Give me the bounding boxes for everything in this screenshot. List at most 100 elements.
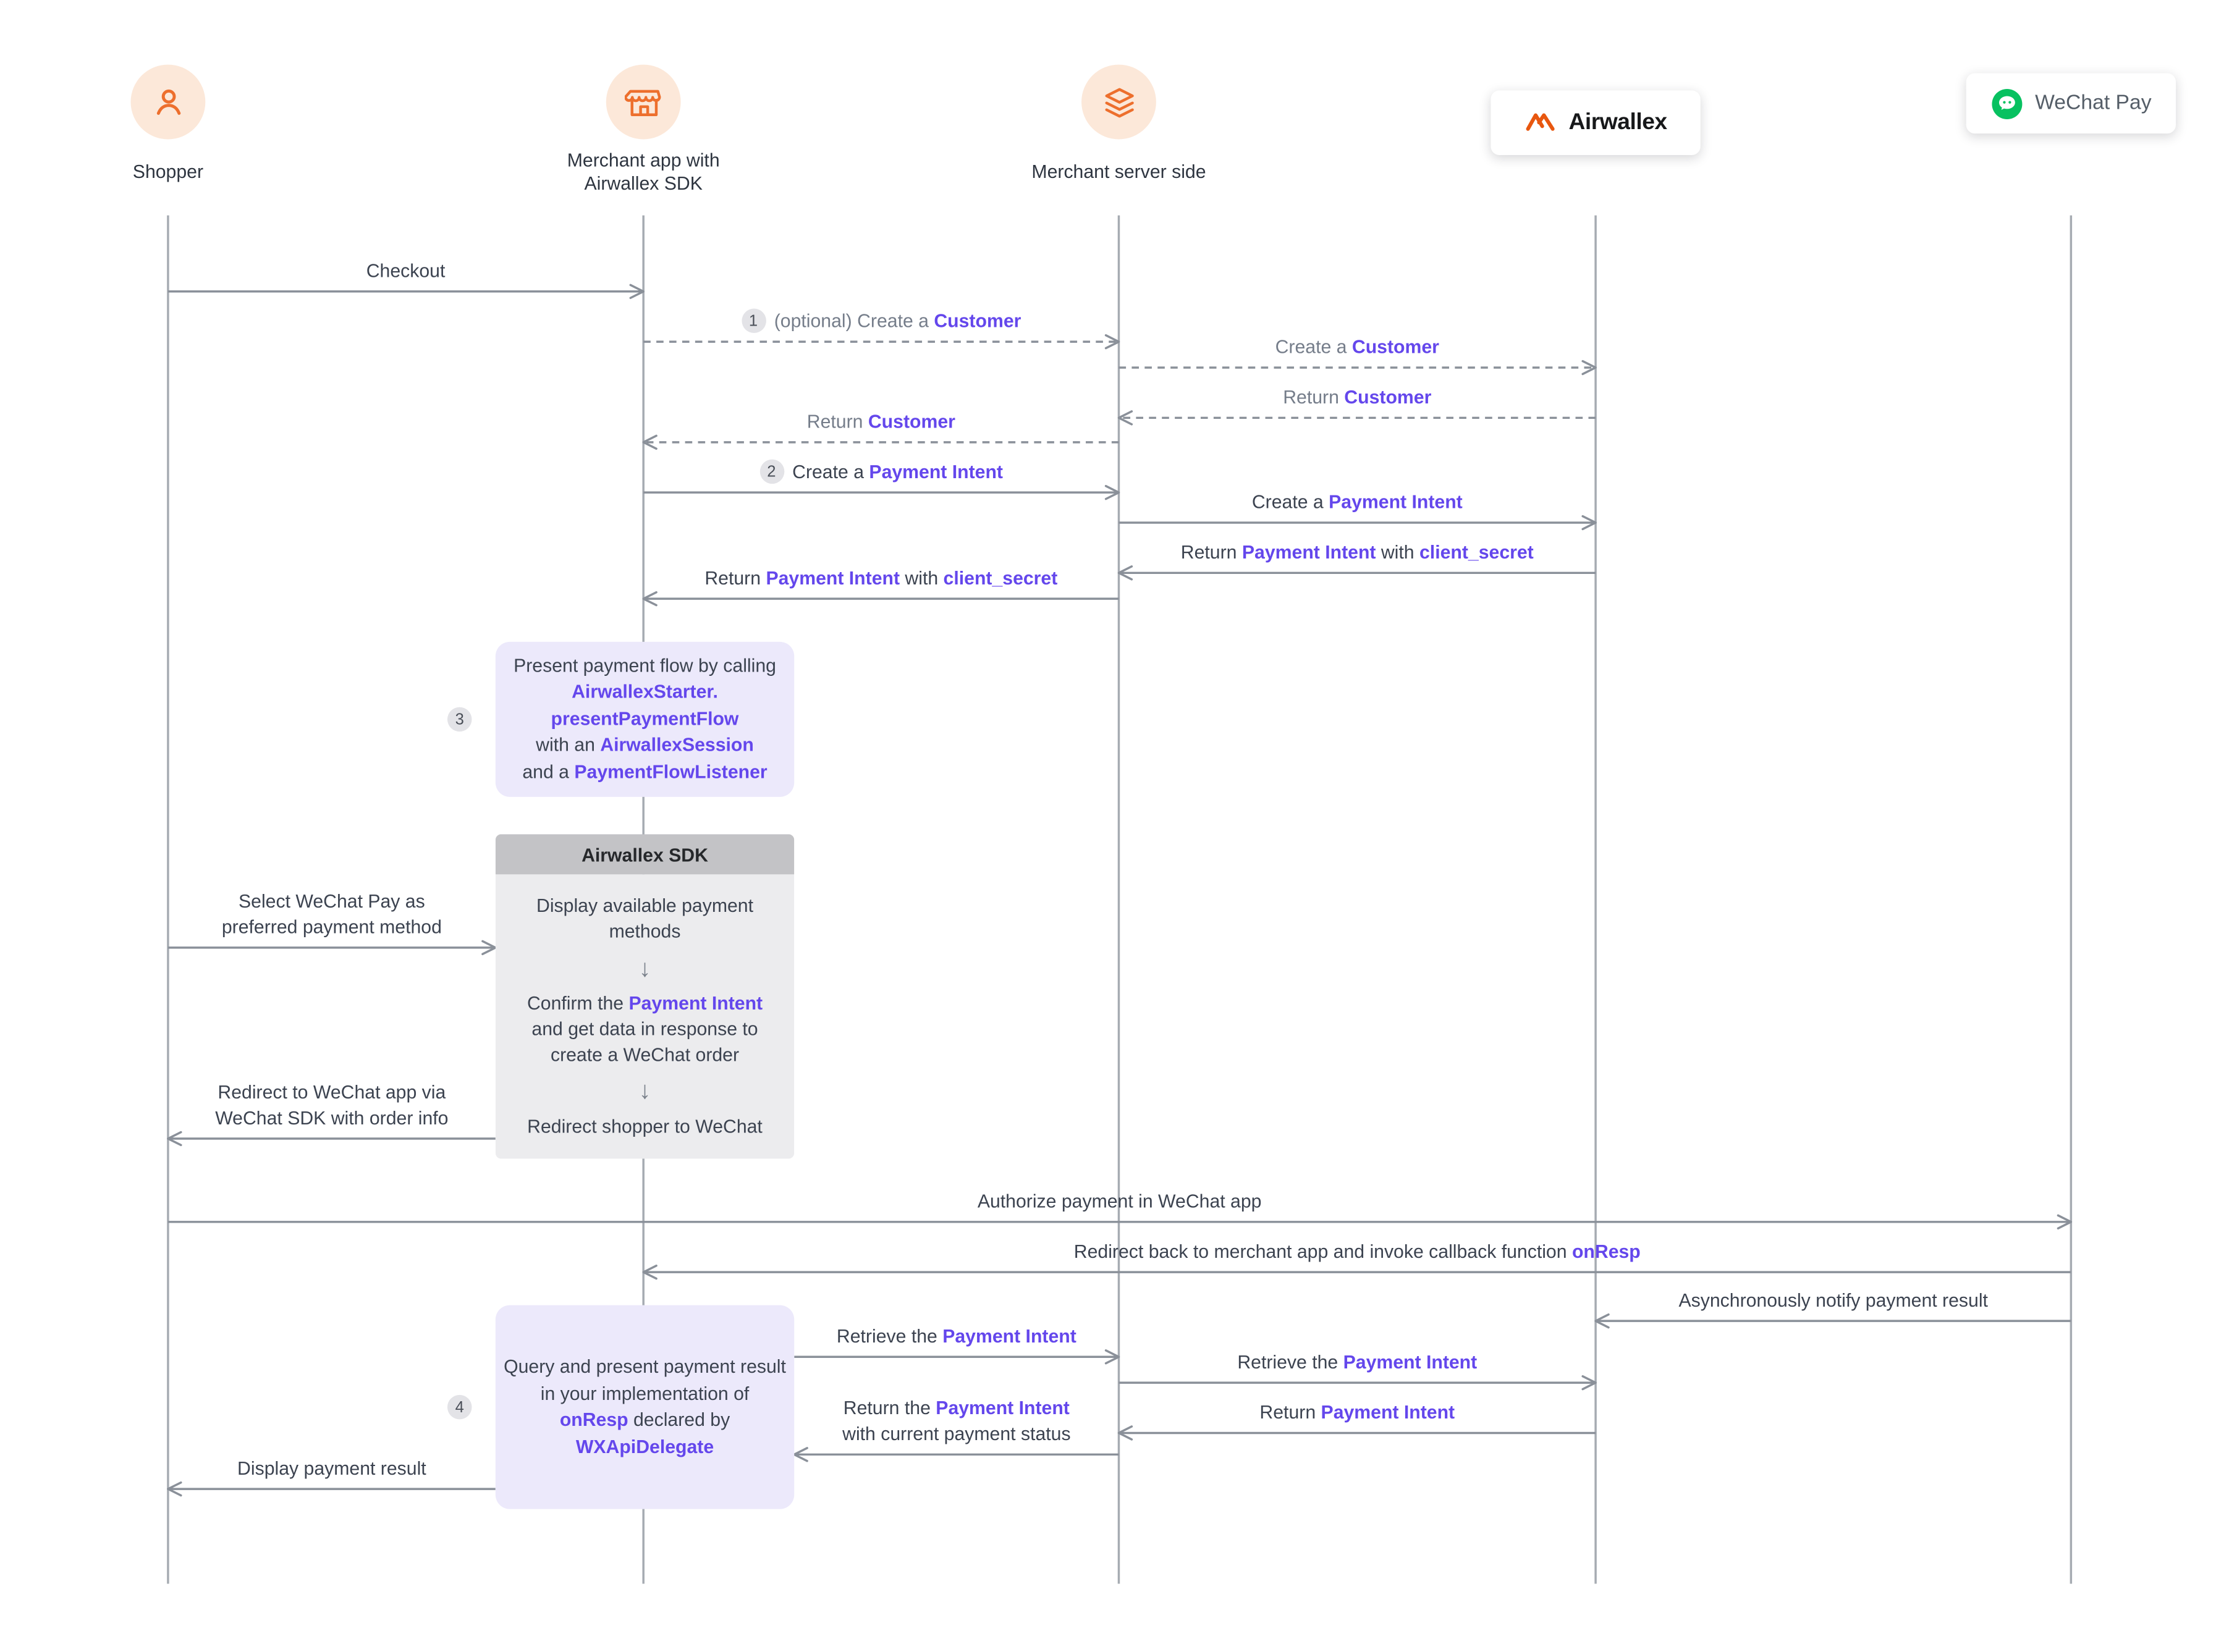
text-segment: Display available payment methods	[536, 895, 754, 943]
text-segment: Customer	[934, 310, 1021, 332]
text-segment: create a WeChat order	[550, 1043, 740, 1066]
text-segment: preferred payment method	[221, 916, 442, 938]
text-segment: Create a	[1251, 491, 1329, 513]
text-segment: Customer	[868, 410, 955, 432]
text-line: Asynchronously notify payment result	[1678, 1288, 1987, 1314]
actor-avatar-shopper	[130, 64, 206, 140]
text-line: Query and present payment result	[496, 1354, 794, 1381]
actor-card-wechat-pay: WeChat Pay	[1966, 73, 2176, 134]
text-line: Redirect back to merchant app and invoke…	[1074, 1239, 1641, 1265]
layers-icon	[1104, 87, 1133, 117]
text-segment: declared by	[628, 1408, 730, 1430]
sdk-box-header: Airwallex SDK	[495, 834, 795, 875]
text-segment: Select WeChat Pay as	[239, 890, 425, 912]
text-segment: WeChat SDK with order info	[215, 1106, 449, 1129]
label-return-payment-intent-secret-app: Return Payment Intent with client_secret	[704, 566, 1057, 592]
text-line: WXApiDelegate	[496, 1434, 794, 1460]
wechat-logo-icon	[1992, 88, 2023, 119]
text-segment: Redirect back to merchant app and invoke…	[1073, 1241, 1572, 1262]
step-badge: 4	[447, 1394, 472, 1420]
text-line: and a PaymentFlowListener	[496, 759, 794, 786]
text-segment: (optional) Create a	[774, 310, 934, 332]
text-segment: client_secret	[943, 567, 1058, 589]
text-line: Present payment flow by calling	[496, 653, 794, 680]
text-segment: AirwallexSession	[600, 734, 754, 756]
text-line: 1(optional) Create a Customer	[741, 308, 1021, 335]
down-arrow-icon: ↓	[638, 954, 651, 982]
text-segment: WXApiDelegate	[575, 1435, 714, 1457]
label-select-wechat-pay: Select WeChat Pay as preferred payment me…	[222, 889, 442, 941]
actor-label-merchant-server: Merchant server side	[1031, 161, 1206, 183]
label-optional-create-customer: 1(optional) Create a Customer	[741, 308, 1021, 335]
text-line: Confirm the Payment Intent	[527, 991, 763, 1017]
text-segment: presentPaymentFlow	[551, 707, 739, 730]
text-line: Checkout	[366, 258, 446, 284]
text-segment: Customer	[1344, 386, 1432, 408]
text-line: onResp declared by	[496, 1407, 794, 1434]
text-segment: Payment Intent	[869, 460, 1004, 483]
text-segment: Retrieve the	[1237, 1351, 1343, 1373]
text-segment: and get data in response to	[531, 1018, 758, 1040]
text-line: with an AirwallexSession	[496, 733, 794, 759]
text-segment: with	[900, 567, 944, 589]
airwallex-brand-text: Airwallex	[1568, 109, 1668, 135]
text-segment: Return	[704, 567, 766, 589]
text-segment: Payment Intent	[1321, 1401, 1455, 1423]
text-line: Create a Customer	[1275, 335, 1439, 361]
label-redirect-back-onresp: Redirect back to merchant app and invoke…	[1074, 1239, 1641, 1265]
label-return-payment-intent-secret-awx: Return Payment Intent with client_secret	[1181, 540, 1534, 566]
text-line: create a WeChat order	[527, 1042, 763, 1068]
text-line: in your implementation of	[496, 1381, 794, 1407]
text-line: Return Payment Intent	[1259, 1400, 1455, 1426]
text-line: Return Customer	[1283, 385, 1431, 411]
text-line: Retrieve the Payment Intent	[1237, 1350, 1477, 1376]
text-line: Create a Payment Intent	[1252, 490, 1463, 516]
text-segment: onResp	[559, 1408, 628, 1430]
text-segment: Asynchronously notify payment result	[1678, 1289, 1988, 1311]
text-line: with current payment status	[842, 1422, 1070, 1448]
text-line: Return Payment Intent with client_secret	[1181, 540, 1534, 566]
person-icon	[156, 88, 180, 114]
label-display-payment-result: Display payment result	[237, 1456, 426, 1482]
label-create-customer-awx: Create a Customer	[1275, 335, 1439, 361]
text-segment: AirwallexStarter.	[572, 681, 718, 703]
label-return-payment-intent-awx: Return Payment Intent	[1259, 1400, 1455, 1426]
text-segment: with current payment status	[842, 1423, 1071, 1445]
text-segment: Query and present payment result	[504, 1355, 786, 1377]
text-segment: PaymentFlowListener	[574, 761, 768, 783]
text-segment: in your implementation of	[540, 1381, 750, 1404]
text-line: AirwallexStarter.	[496, 680, 794, 706]
sdk-box-body: Display available payment methods ↓ Confir…	[495, 874, 795, 1159]
text-line: Return the Payment Intent	[842, 1396, 1070, 1422]
text-line: Select WeChat Pay as	[222, 889, 442, 915]
text-segment: Present payment flow by calling	[514, 654, 776, 676]
step-badge: 2	[759, 459, 784, 484]
text-line: Retrieve the Payment Intent	[837, 1324, 1076, 1350]
step-badge: 3	[447, 707, 472, 732]
text-segment: Customer	[1351, 335, 1439, 358]
label-checkout: Checkout	[366, 258, 446, 284]
text-segment: Create a	[1275, 335, 1352, 358]
text-line: WeChat SDK with order info	[215, 1106, 448, 1132]
sdk-step-text: Redirect shopper to WeChat	[527, 1114, 763, 1140]
text-line: preferred payment method	[222, 914, 442, 940]
text-line: Return Customer	[807, 409, 955, 435]
text-segment: Return	[1259, 1401, 1321, 1423]
step-4-note: Query and present payment result in your …	[495, 1305, 795, 1509]
text-segment: Return	[1180, 541, 1242, 563]
text-segment: Return the	[843, 1397, 936, 1419]
text-segment: with	[1376, 541, 1419, 563]
wechat-brand-text: WeChat Pay	[2035, 91, 2152, 115]
text-segment: Payment Intent	[942, 1325, 1076, 1347]
text-line: Redirect shopper to WeChat	[527, 1114, 763, 1140]
label-retrieve-payment-intent-awx: Retrieve the Payment Intent	[1237, 1350, 1477, 1376]
label-retrieve-payment-intent-server: Retrieve the Payment Intent	[837, 1324, 1076, 1350]
text-line: Display payment result	[237, 1456, 426, 1482]
